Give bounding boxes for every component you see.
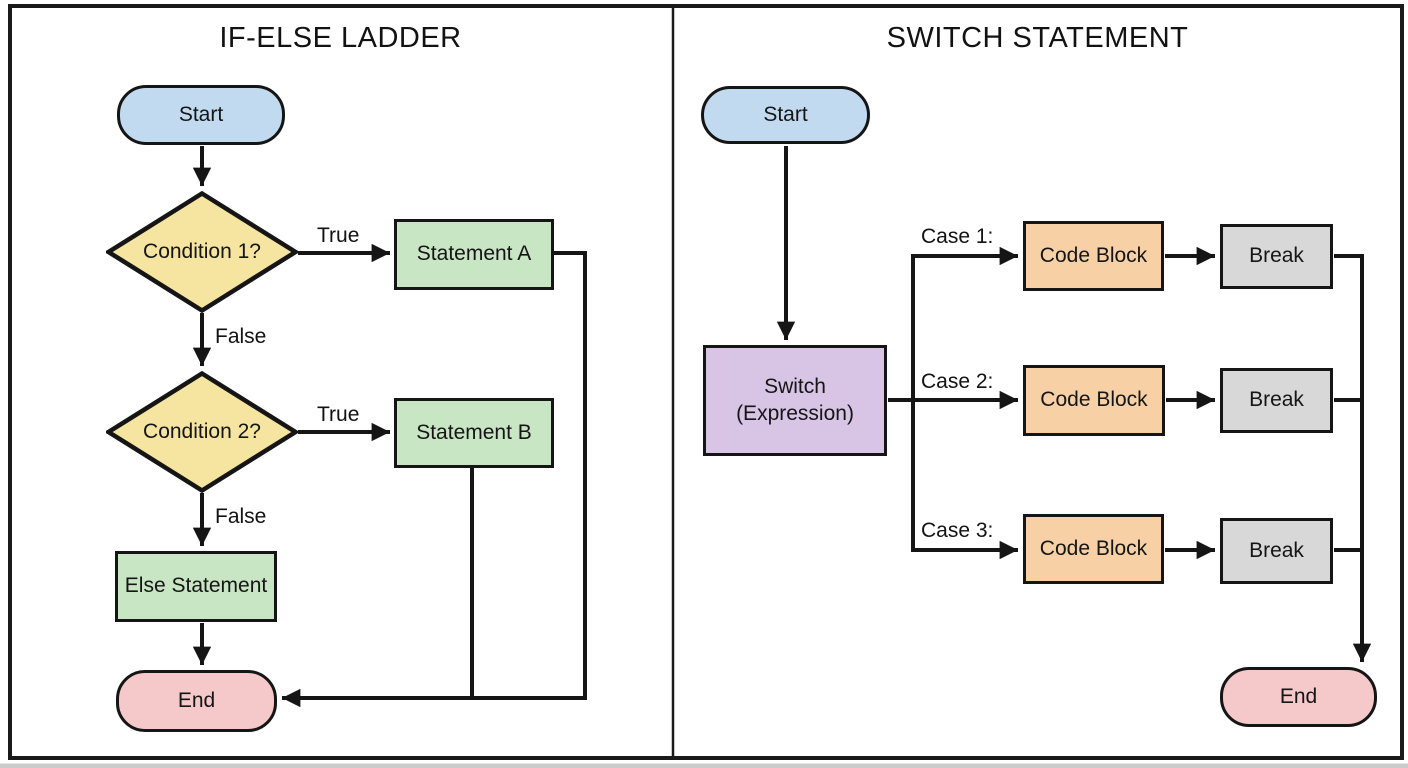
break-3-node: Break xyxy=(1220,518,1333,584)
break-2-node: Break xyxy=(1220,368,1333,433)
switch-expression-node: Switch (Expression) xyxy=(703,345,887,456)
code-block-3-node: Code Block xyxy=(1023,514,1164,584)
statement-a-node: Statement A xyxy=(394,219,554,290)
node-label: Code Block xyxy=(1040,388,1148,412)
edge-label-true-2: True xyxy=(317,403,360,426)
else-statement-node: Else Statement xyxy=(115,551,277,622)
left-panel-title: IF-ELSE LADDER xyxy=(219,22,462,54)
edge-label-true-1: True xyxy=(317,224,360,247)
diamond-shape xyxy=(106,191,298,313)
node-label: Condition 2? xyxy=(143,420,261,443)
break-1-node: Break xyxy=(1220,224,1333,289)
edge-label-case-2: Case 2: xyxy=(921,370,994,393)
edge-switch-branch-down xyxy=(911,400,1018,560)
switch-start-node: Start xyxy=(701,86,870,144)
ifelse-end-node: End xyxy=(116,670,277,732)
node-label: Switch (Expression) xyxy=(736,375,854,425)
node-label: Statement B xyxy=(416,420,532,444)
node-label: Start xyxy=(178,102,224,126)
node-label: Break xyxy=(1249,244,1304,268)
node-label: Else Statement xyxy=(124,574,268,598)
edge-label-false-2: False xyxy=(215,505,267,528)
ifelse-start-node: Start xyxy=(117,85,285,145)
node-label: End xyxy=(1279,684,1318,708)
edge-break1-to-end xyxy=(1334,254,1372,662)
diamond-shape xyxy=(106,371,298,493)
edge-switch-branch-up xyxy=(911,246,1018,400)
node-label: Statement A xyxy=(416,242,532,266)
edge-stmt-a-return xyxy=(282,251,587,708)
statement-b-node: Statement B xyxy=(394,398,554,468)
condition-1-decision: Condition 1? xyxy=(106,191,298,313)
node-label: Condition 1? xyxy=(143,240,261,263)
node-label: Break xyxy=(1249,388,1304,412)
node-label: Code Block xyxy=(1039,536,1148,560)
switch-end-node: End xyxy=(1220,667,1377,727)
outer-border xyxy=(8,4,1404,760)
bottom-edge-strip xyxy=(0,763,1408,768)
edge-label-case-1: Case 1: xyxy=(921,225,994,248)
node-label: End xyxy=(177,688,216,712)
edge-label-case-3: Case 3: xyxy=(921,519,994,542)
node-label: Break xyxy=(1249,538,1304,562)
condition-2-decision: Condition 2? xyxy=(106,371,298,493)
node-label: Code Block xyxy=(1039,243,1148,267)
node-label: Start xyxy=(763,102,808,126)
code-block-2-node: Code Block xyxy=(1023,365,1165,436)
code-block-1-node: Code Block xyxy=(1023,221,1164,291)
edge-label-false-1: False xyxy=(215,325,267,348)
right-panel-title: SWITCH STATEMENT xyxy=(886,22,1189,54)
